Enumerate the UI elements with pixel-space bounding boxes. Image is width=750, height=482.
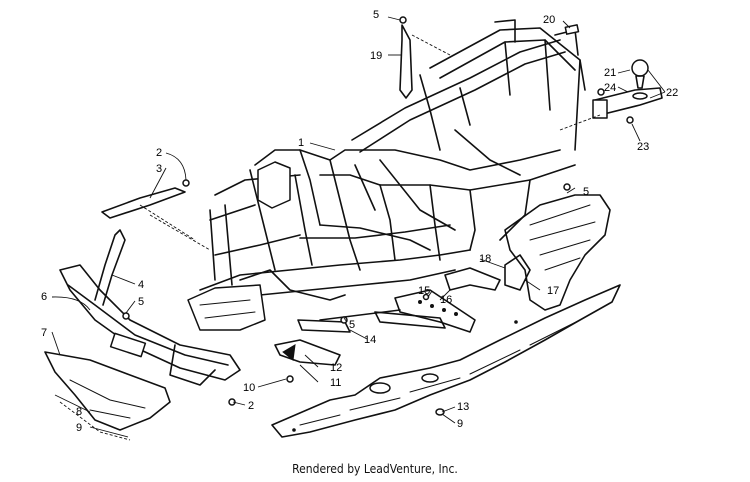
bracket-part-12 [274,339,341,366]
crossbar-part-14-right [374,311,446,329]
bolt-part-10 [286,375,294,383]
callout-2-bottom: 2 [248,400,254,412]
crossbar-part-14-left [297,319,351,333]
footer-credit: Rendered by LeadVenture, Inc. [292,462,458,476]
callout-23: 23 [637,141,649,153]
bolt-part-5-right [563,183,571,191]
bolt-part-2-bottom [228,398,236,406]
callout-4: 4 [138,279,144,291]
brace-part-4 [94,229,126,306]
main-frame [187,19,586,331]
callout-12: 12 [330,362,342,374]
bracket-part-16-b [444,267,501,291]
callout-15: 15 [418,285,430,297]
cap-part-20 [564,24,580,35]
callout-9-left: 9 [76,422,82,434]
callout-17: 17 [547,285,559,297]
bracket-part-3 [101,187,186,219]
bolt-part-5-left [122,312,130,320]
callout-20: 20 [543,14,555,26]
callout-13: 13 [457,401,469,413]
callout-5-right: 5 [583,186,589,198]
callout-5-left: 5 [138,296,144,308]
leader-lines [51,16,666,438]
callout-16: 16 [440,294,452,306]
support-part-19 [399,24,413,99]
callout-1: 1 [298,137,304,149]
arrow-marker [282,344,296,361]
crossbar-part-14-mid [319,309,401,321]
callout-14: 14 [364,334,376,346]
callout-10: 10 [243,382,255,394]
hitch-assembly [559,59,663,131]
rail-part-16 [394,289,476,333]
callout-11: 11 [330,377,341,389]
callout-18: 18 [479,253,491,265]
bolt-part-2-top [182,179,190,187]
callout-5-top: 5 [373,9,379,21]
callout-3: 3 [156,163,162,175]
callout-5-center: 5 [349,319,355,331]
bolt-part-5-top [399,16,407,24]
footrest-part-17 [504,194,611,311]
callout-6: 6 [41,291,47,303]
callout-19: 19 [370,50,382,62]
callout-labels: 1 2 3 4 5 6 7 8 9 10 2 5 5 19 20 21 24 2… [41,9,678,434]
front-bumper-part-6 [59,264,241,381]
callout-24: 24 [604,82,616,94]
skid-plate-part-13 [271,284,621,438]
callout-9-right: 9 [457,418,463,430]
callout-2-top: 2 [156,147,162,159]
front-skid-plate-part-7 [44,351,171,431]
callout-8: 8 [76,406,82,418]
callout-7: 7 [41,327,47,339]
callout-21: 21 [604,67,616,79]
bolt-part-5-center [340,316,348,324]
callout-22: 22 [666,87,678,99]
